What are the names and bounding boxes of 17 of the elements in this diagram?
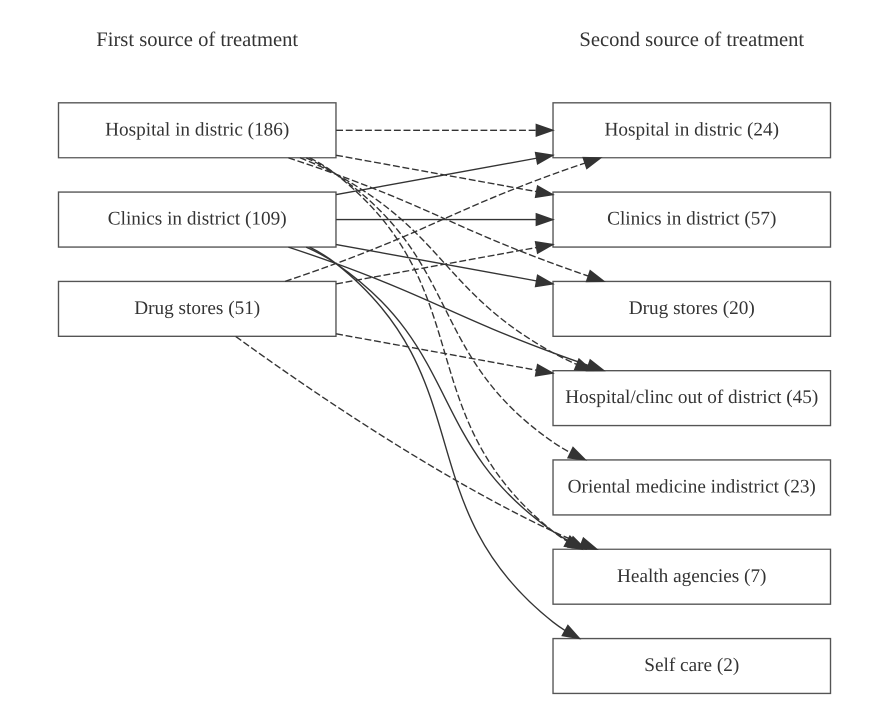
arrow	[336, 124, 554, 138]
node-box: Hospital in distric (186)	[57, 102, 336, 158]
node-box: Clinics in district (57)	[552, 191, 831, 248]
label: First source of treatment	[96, 28, 298, 51]
arrow	[305, 157, 587, 461]
node-box: Self care (2)	[552, 638, 831, 694]
node-box: Hospital in distric (24)	[552, 102, 831, 158]
node-box: Health agencies (7)	[552, 548, 831, 605]
arrow	[336, 333, 554, 377]
node-box: Clinics in district (109)	[57, 191, 336, 248]
node-box: Drug stores (51)	[57, 280, 336, 338]
node-box: Oriental medicine indistrict (23)	[552, 459, 831, 516]
arrow	[308, 246, 581, 640]
node-box: Drug stores (20)	[552, 280, 831, 338]
label: Second source of treatment	[578, 28, 804, 51]
node-box: Hospital/clinc out of district (45)	[552, 370, 831, 426]
arrow	[336, 212, 554, 226]
